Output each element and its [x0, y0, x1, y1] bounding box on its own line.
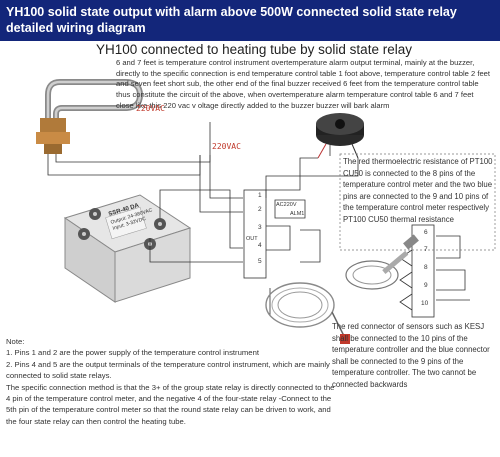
note-heading: Note:: [6, 337, 25, 346]
top-description: 6 and 7 feet is temperature control inst…: [116, 58, 490, 110]
terminal-number: 3: [258, 224, 262, 231]
title: YH100 solid state output with alarm abov…: [6, 5, 457, 35]
alarm-terminal-label: ALM1: [290, 211, 305, 217]
heating-tube: [36, 79, 144, 154]
terminal-number: 9: [424, 282, 428, 289]
terminal-number: 4: [258, 242, 262, 249]
terminal-number: 8: [424, 264, 428, 271]
terminal-number: 1: [258, 192, 262, 199]
rtd-description: The red thermoelectric resistance of PT1…: [343, 157, 493, 224]
terminal-number: 2: [258, 206, 262, 213]
voltage-label-mid: 220VAC: [212, 142, 241, 151]
pt100-sensor: [345, 234, 419, 290]
callout-box: [339, 153, 496, 251]
subtitle: YH100 connected to heating tube by solid…: [96, 42, 412, 57]
terminal-number: 10: [421, 300, 429, 307]
wiring: [47, 122, 470, 316]
solid-state-relay: [63, 194, 192, 303]
note-item-2: 2. Pins 4 and 5 are the output terminals…: [6, 359, 330, 381]
buzzer: [316, 113, 364, 159]
terminal-number: 6: [424, 229, 428, 236]
out-terminal-label: OUT: [246, 236, 258, 242]
terminal-number: 7: [424, 246, 428, 253]
title-banner: YH100 solid state output with alarm abov…: [0, 0, 500, 41]
note-item-1: 1. Pins 1 and 2 are the power supply of …: [6, 348, 259, 358]
note-section: Note: 1. Pins 1 and 2 are the power supp…: [6, 336, 336, 427]
sensor-description: The red connector of sensors such as KES…: [332, 322, 490, 389]
sensor-cable-coil: [265, 282, 350, 344]
voltage-label-left: 220VAC: [136, 104, 165, 113]
note-item-3: The specific connection method is that t…: [6, 382, 335, 426]
controller-terminal-block: [243, 189, 435, 318]
terminal-number: 5: [258, 258, 262, 265]
alarm-coil-label: AC220V: [276, 202, 297, 208]
